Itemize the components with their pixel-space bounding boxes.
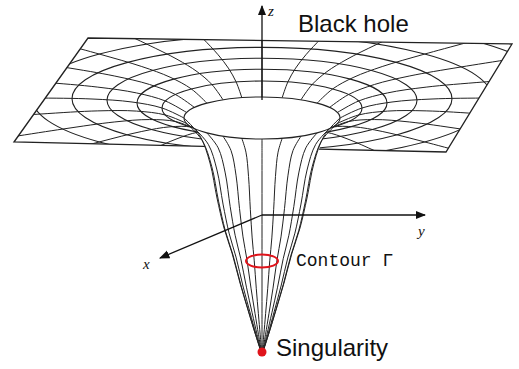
callout-label: Singularity	[276, 334, 388, 361]
axes	[160, 6, 425, 258]
title-label: Black hole	[298, 10, 409, 37]
axis-label-box: x	[143, 255, 150, 273]
callout-label: Contour Γ	[296, 251, 393, 271]
callout-label-box: Singularity	[276, 334, 388, 362]
contour-ring	[246, 255, 278, 268]
callout-label-box: Contour Γ	[296, 251, 393, 271]
axis-label: y	[418, 223, 425, 239]
funnel-grid	[0, 9, 519, 351]
axis-label-box: y	[418, 222, 425, 240]
axis-label: z	[268, 3, 274, 19]
axis-label: x	[143, 256, 150, 272]
singularity-dot	[258, 348, 267, 357]
title-label-box: Black hole	[298, 10, 409, 38]
axis-label-box: z	[268, 2, 274, 20]
